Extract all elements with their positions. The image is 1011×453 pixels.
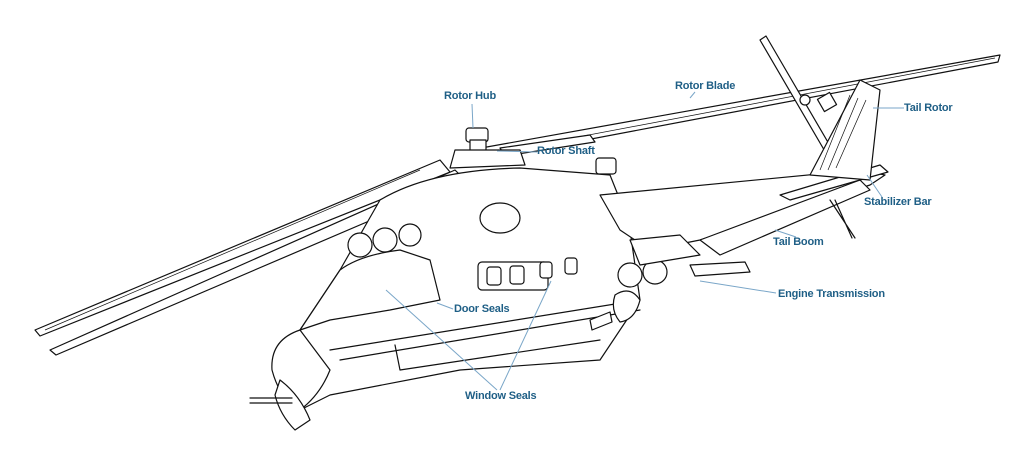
label-tail-rotor: Tail Rotor (904, 102, 953, 114)
label-tail-boom: Tail Boom (773, 236, 824, 248)
label-stabilizer-bar: Stabilizer Bar (864, 196, 932, 208)
tail-boom (599, 79, 889, 256)
label-window-seals: Window Seals (465, 390, 537, 402)
leader-lines (385, 91, 904, 391)
main-rotor-blades (34, 35, 1001, 356)
label-rotor-blade: Rotor Blade (675, 80, 736, 92)
label-door-seals: Door Seals (454, 303, 510, 315)
fuselage (249, 167, 641, 431)
label-rotor-hub: Rotor Hub (444, 90, 496, 102)
label-engine-transmission: Engine Transmission (778, 288, 885, 300)
engine-transmission-assembly (589, 234, 751, 331)
label-rotor-shaft: Rotor Shaft (537, 145, 595, 157)
rotor-hub (449, 127, 617, 175)
